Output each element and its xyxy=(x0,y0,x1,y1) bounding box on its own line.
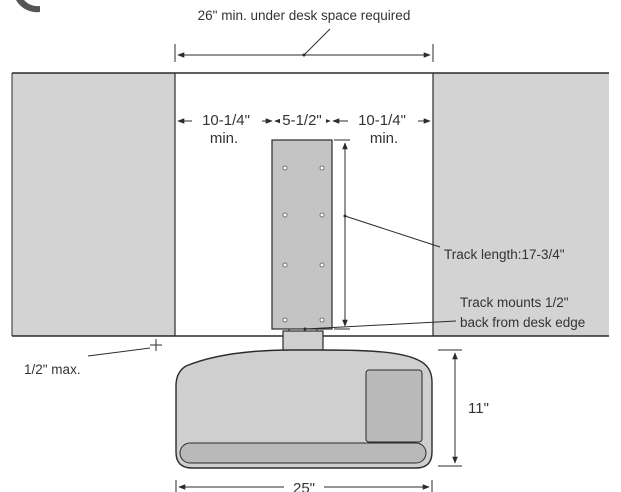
track-length-dimension: Track length:17-3/4" xyxy=(334,139,565,330)
tray-depth-label: 11" xyxy=(468,400,489,417)
left-gap-min-label: min. xyxy=(210,130,238,147)
track-screw-holes xyxy=(282,165,325,323)
gap-dimensions: 10-1/4" min. 5-1/2" 10-1/4" min. xyxy=(177,110,431,147)
mouse-platform xyxy=(365,369,423,443)
keyboard-tray xyxy=(175,330,433,469)
track-bar xyxy=(271,139,333,330)
track-mounts-line2: back from desk edge xyxy=(460,315,585,330)
under-desk-space-dimension: 26" min. under desk space required xyxy=(174,8,434,62)
desk-right-panel xyxy=(433,73,609,336)
left-gap-label: 10-1/4" xyxy=(202,112,250,129)
track-mounts-callout: Track mounts 1/2" back from desk edge xyxy=(303,295,585,331)
tray-width-label: 25" xyxy=(293,480,315,492)
half-inch-max-label: 1/2" max. xyxy=(24,362,81,377)
under-desk-space-label: 26" min. under desk space required xyxy=(198,8,411,23)
half-inch-max-callout: 1/2" max. xyxy=(24,339,162,377)
track xyxy=(271,139,333,342)
wrist-rest xyxy=(179,442,427,464)
right-gap-label: 10-1/4" xyxy=(358,112,406,129)
track-width-label: 5-1/2" xyxy=(282,112,322,129)
tray-depth-dimension: 11" xyxy=(438,349,489,467)
logo-fragment xyxy=(16,0,40,13)
track-length-label: Track length:17-3/4" xyxy=(444,247,565,262)
desk xyxy=(11,72,609,337)
track-mounts-line1: Track mounts 1/2" xyxy=(460,295,569,310)
right-gap-min-label: min. xyxy=(370,130,398,147)
tray-width-dimension: 25" xyxy=(175,479,433,492)
desk-left-panel xyxy=(12,73,175,336)
